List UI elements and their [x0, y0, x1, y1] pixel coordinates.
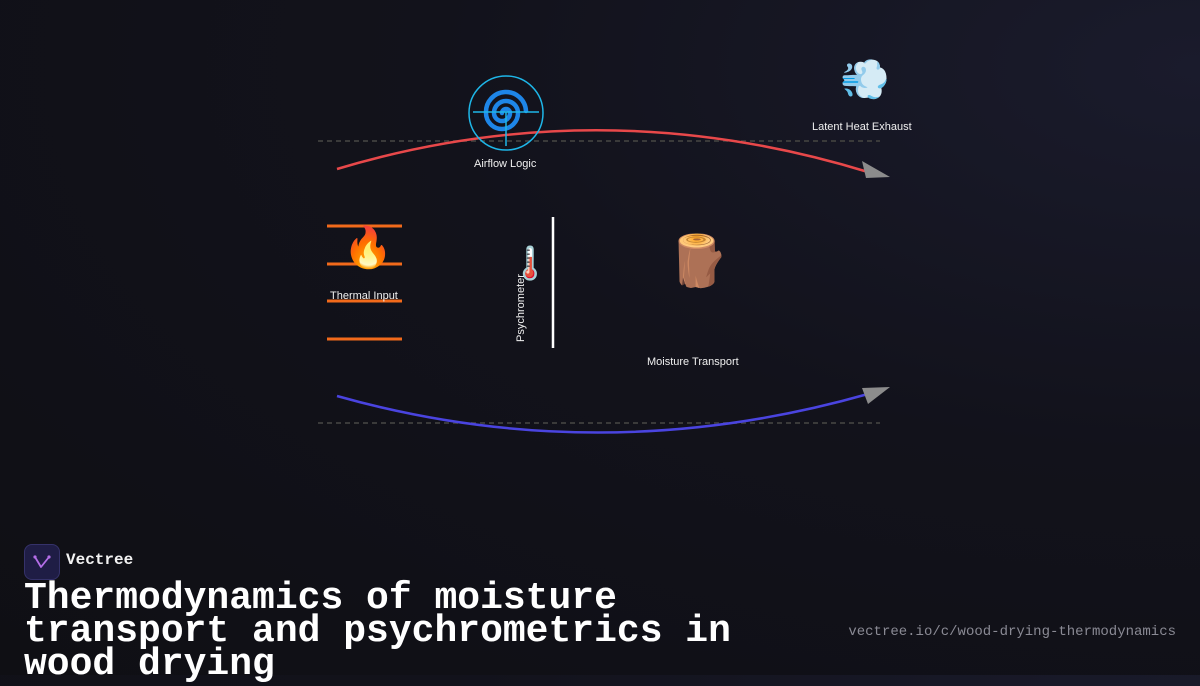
hot-flow-arrowhead	[862, 161, 890, 178]
page-url[interactable]: vectree.io/c/wood-drying-thermodynamics	[848, 624, 1176, 640]
brand-name: Vectree	[66, 551, 134, 569]
cool-return-arc	[336, 392, 869, 434]
cool-flow-arrowhead	[862, 387, 890, 404]
thermal-input-label: Thermal Input	[330, 290, 398, 302]
page-title: Thermodynamics of moisture transport and…	[24, 577, 731, 686]
cyclone-icon	[468, 75, 544, 151]
fire-icon: 🔥	[343, 225, 393, 271]
heater-bars	[327, 224, 402, 341]
wood-log-icon: 🪵	[667, 232, 730, 290]
vectree-logo-mark	[33, 555, 51, 568]
psychrometer-label: Psychrometer	[515, 274, 527, 342]
thermometer-icon: 🌡️	[510, 244, 550, 282]
vectree-logo	[24, 544, 60, 580]
latent-heat-exhaust-label: Latent Heat Exhaust	[812, 121, 912, 133]
moisture-transport-label: Moisture Transport	[647, 356, 739, 368]
dash-wind-icon: 💨	[840, 57, 890, 103]
hot-airflow-arc	[336, 129, 869, 174]
airflow-logic-label: Airflow Logic	[474, 158, 537, 170]
